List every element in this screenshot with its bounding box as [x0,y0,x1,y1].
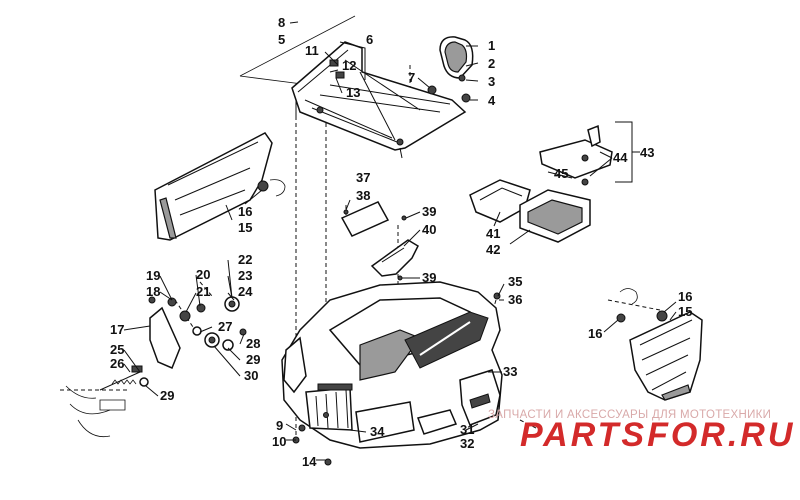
callout-10: 10 [272,434,286,449]
callout-40: 40 [422,222,436,237]
callout-24: 24 [238,284,253,299]
callout-25: 25 [110,342,124,357]
callout-18: 18 [146,284,160,299]
callout-labels: 1 2 3 4 5 6 7 8 9 10 11 12 13 14 15 15 1… [110,15,692,469]
callout-21: 21 [196,284,210,299]
front-rack [291,41,467,159]
callout-20: 20 [196,267,210,282]
storage-trays [340,124,613,277]
callout-36: 36 [508,292,522,307]
callout-16-right-top: 16 [678,289,692,304]
left-side-panel [154,132,286,241]
callout-7: 7 [408,70,415,85]
callout-9: 9 [276,418,283,433]
callout-1: 1 [488,38,495,53]
callout-15-left: 15 [238,220,252,235]
mirror-assembly [427,36,474,103]
callout-2: 2 [488,56,495,71]
callout-11: 11 [305,43,319,58]
callout-26: 26 [110,356,124,371]
callout-33: 33 [503,364,517,379]
right-side-panel [616,288,703,401]
callout-34: 34 [370,424,385,439]
callout-37: 37 [356,170,370,185]
callout-8: 8 [278,15,285,30]
callout-31: 31 [460,422,474,437]
callout-39-bottom: 39 [422,270,436,285]
callout-5: 5 [278,32,285,47]
watermark-tagline: ЗАПЧАСТИ И АКСЕССУАРЫ ДЛЯ МОТОТЕХНИКИ [488,409,771,421]
callout-39-top: 39 [422,204,436,219]
callout-17: 17 [110,322,124,337]
callout-13: 13 [346,85,360,100]
callout-16-right: 16 [588,326,602,341]
front-fender-body [281,281,503,449]
callout-22: 22 [238,252,252,267]
callout-6: 6 [366,32,373,47]
callout-35: 35 [508,274,522,289]
callout-19: 19 [146,268,160,283]
callout-29-right: 29 [246,352,260,367]
callout-45: 45 [554,166,568,181]
callout-42: 42 [486,242,500,257]
callout-12: 12 [342,58,356,73]
watermark: ЗАПЧАСТИ И АКСЕССУАРЫ ДЛЯ МОТОТЕХНИКИ PA… [488,409,795,454]
watermark-logo: PARTSFOR.RU [520,416,795,454]
headlight-assembly [65,296,247,438]
callout-38: 38 [356,188,370,203]
callout-23: 23 [238,268,252,283]
callout-32: 32 [460,436,474,451]
callout-44: 44 [613,150,628,165]
callout-4: 4 [488,93,496,108]
callout-30: 30 [244,368,258,383]
callout-43: 43 [640,145,654,160]
fasteners [148,209,407,466]
callout-28: 28 [246,336,260,351]
leader-lines [123,21,677,461]
callout-16-left: 16 [238,204,252,219]
callout-14: 14 [302,454,317,469]
callout-3: 3 [488,74,495,89]
callout-27: 27 [218,319,232,334]
callout-29-bottom: 29 [160,388,174,403]
callout-41: 41 [486,226,500,241]
callout-15-right: 15 [678,304,692,319]
